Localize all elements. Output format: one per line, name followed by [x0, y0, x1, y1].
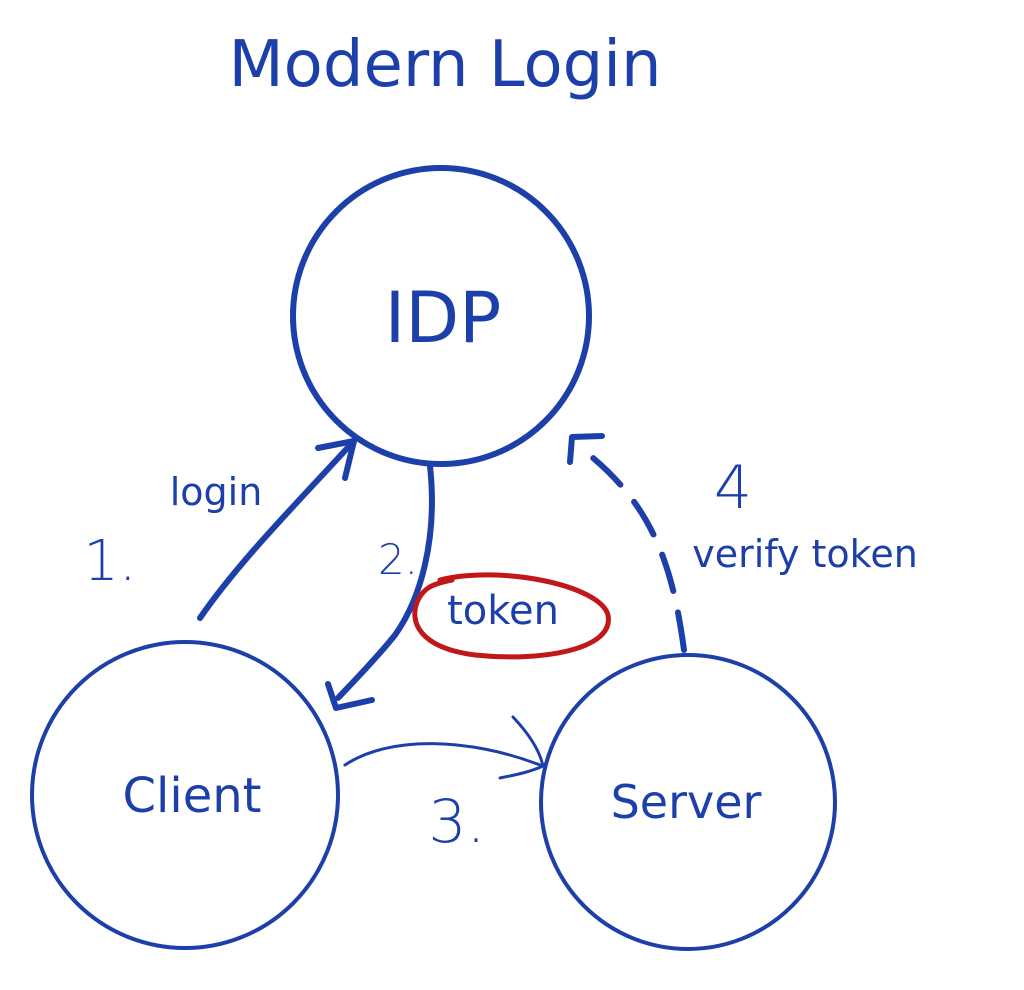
step-1-number: 1. [83, 529, 136, 594]
step-4-arrow [567, 433, 687, 653]
step-2-arrow [325, 463, 435, 711]
token-highlight-ellipse [412, 572, 611, 660]
step-1-arrow [197, 438, 357, 621]
client-node [30, 640, 340, 950]
step-4-label: verify token [692, 532, 918, 576]
idp-node [290, 165, 592, 467]
step-4-number: 4 [714, 453, 752, 523]
idp-node-label: IDP [385, 277, 502, 359]
diagram-title: Modern Login [228, 28, 661, 102]
server-node [539, 653, 837, 951]
step-3-number: 3. [428, 787, 485, 857]
step-3-arrow [343, 715, 545, 780]
client-node-label: Client [123, 768, 262, 824]
step-2-label: token [447, 588, 559, 634]
server-node-label: Server [611, 775, 762, 829]
step-1-label: login [170, 470, 263, 514]
step-2-number: 2. [378, 535, 418, 584]
